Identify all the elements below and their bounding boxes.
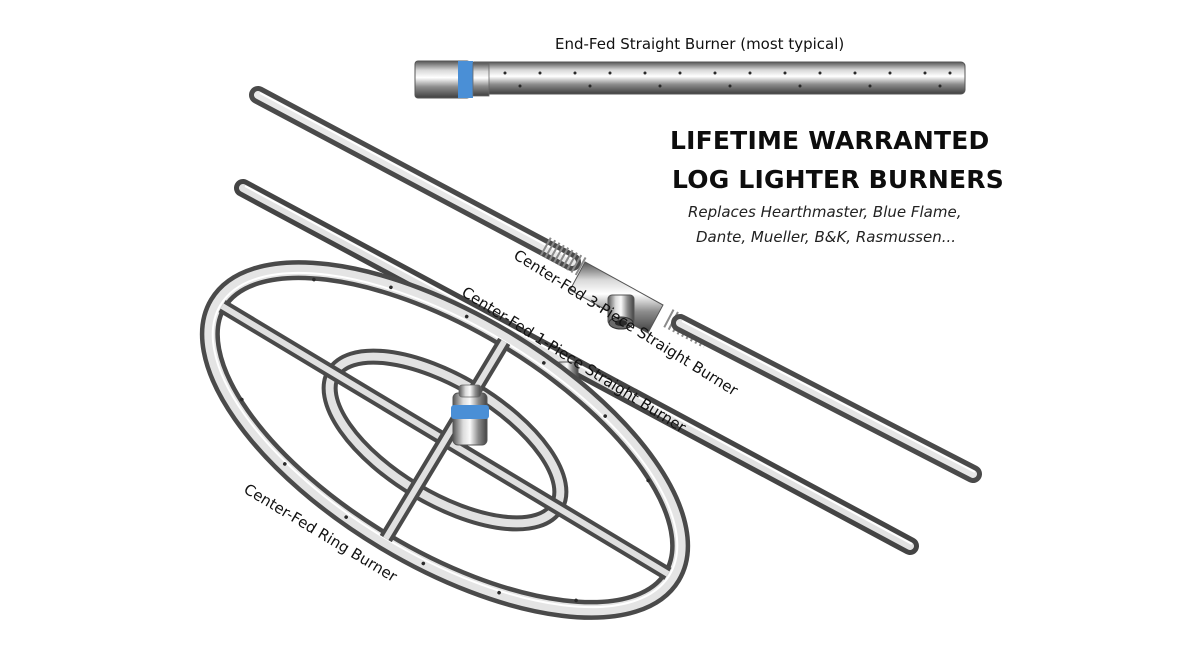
- replaces-line-1: Replaces Hearthmaster, Blue Flame,: [688, 203, 962, 221]
- end-fed-burner: [414, 60, 966, 99]
- headline-line-1: LIFETIME WARRANTED: [670, 126, 990, 155]
- tee-fitting: [569, 261, 664, 334]
- headline-line-2: LOG LIGHTER BURNERS: [672, 165, 1004, 194]
- end-fed-label: End-Fed Straight Burner (most typical): [555, 35, 845, 53]
- blue-gasket: [458, 61, 473, 98]
- replaces-line-2: Dante, Mueller, B&K, Rasmussen...: [696, 228, 957, 246]
- center-fed-ring-burner: [199, 260, 691, 620]
- center-fed-3-piece-burner: [249, 86, 982, 483]
- blue-gasket: [451, 405, 489, 419]
